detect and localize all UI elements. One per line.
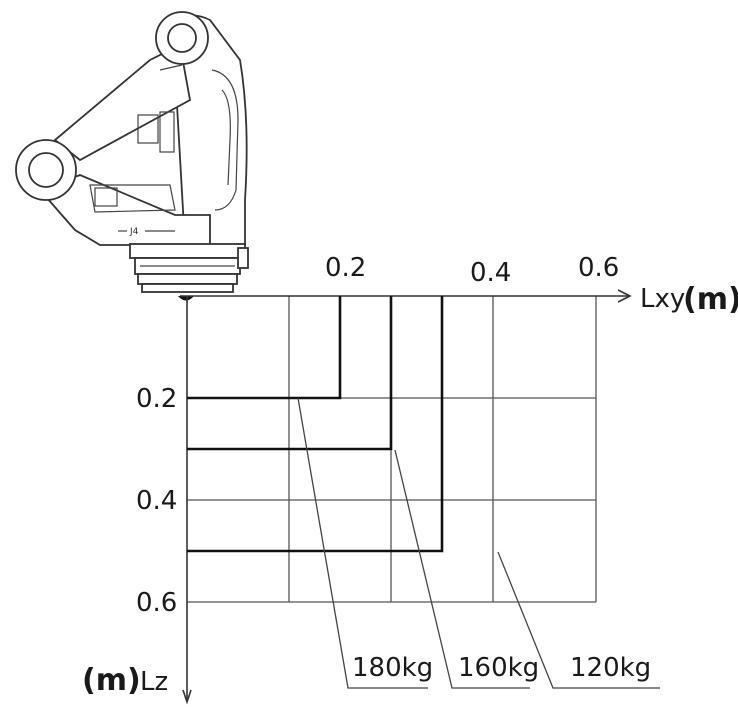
load-envelope-180kg	[187, 296, 342, 400]
x-tick-label: 0.2	[325, 253, 366, 283]
x-axis-arrow	[617, 289, 632, 303]
load-envelope-160kg	[187, 296, 393, 451]
x-tick-label: 0.6	[578, 253, 619, 283]
load-label-180kg: 180kg	[352, 653, 433, 683]
y-tick-label: 0.4	[136, 486, 177, 516]
load-envelopes	[187, 296, 444, 553]
load-leaders: 180kg 160kg 120kg	[297, 397, 660, 689]
x-tick-label: 0.4	[470, 258, 511, 288]
y-tick-label: 0.6	[136, 588, 177, 618]
x-axis-unit: (m)	[683, 282, 738, 317]
x-axis-label: Lxy	[640, 284, 685, 314]
load-label-160kg: 160kg	[458, 653, 539, 683]
robot-j4-label: J4	[129, 227, 139, 237]
y-tick-label: 0.2	[136, 384, 177, 414]
y-axis-arrow	[182, 689, 192, 705]
load-envelope-120kg	[187, 296, 444, 553]
y-axis-unit: (m)	[82, 663, 141, 698]
axes	[180, 289, 632, 705]
robot-wrist-illustration: J4	[15, 11, 249, 301]
load-label-120kg: 120kg	[570, 653, 651, 683]
y-axis-label: Lz	[140, 667, 168, 697]
